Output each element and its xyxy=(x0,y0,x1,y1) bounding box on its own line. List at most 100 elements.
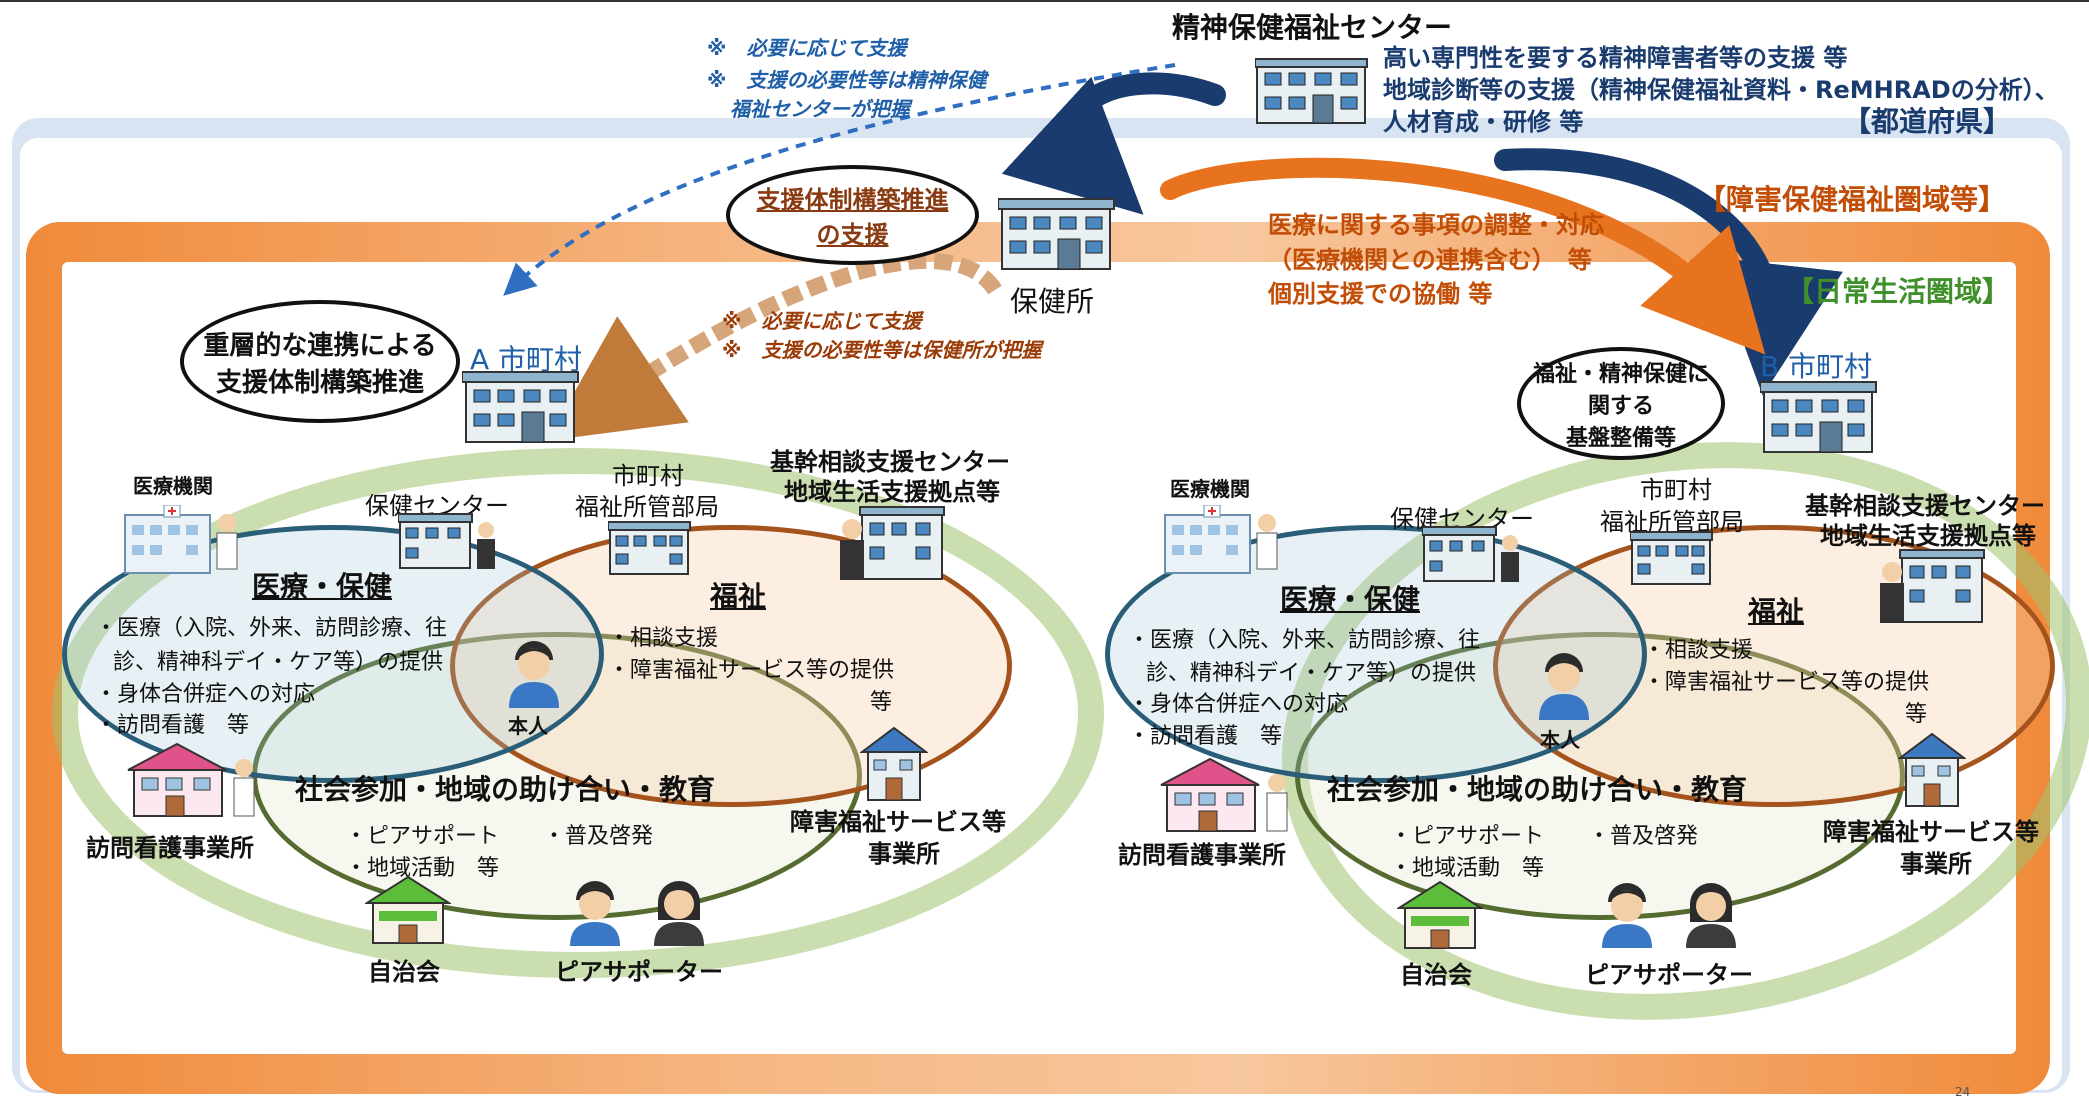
b-welfare-item-2: ・障害福祉サービス等の提供 xyxy=(1643,670,1930,695)
a-peer-label: ピアサポーター xyxy=(555,958,723,986)
a-bubble-line-1: 重層的な連携による xyxy=(203,330,437,361)
a-nurse-office-label: 訪問看護事業所 xyxy=(86,834,254,862)
center-desc-3: 人材育成・研修 等 xyxy=(1383,108,1584,136)
a-self-person-icon xyxy=(509,641,559,708)
daily-area-label: 【日常生活圏域】 xyxy=(1786,275,2011,308)
a-social-title: 社会参加・地域の助け合い・教育 xyxy=(295,773,716,806)
a-kikan-label-1: 基幹相談支援センター xyxy=(770,448,1010,476)
a-service-office-label-1: 障害福祉サービス等 xyxy=(790,808,1006,836)
a-nurse-office-icon xyxy=(127,742,255,817)
b-peer-person-2-icon xyxy=(1686,883,1736,948)
a-peer-person-2-icon xyxy=(654,881,704,946)
a-medical-item-1: ・医療（入院、外来、訪問診療、往 xyxy=(95,616,448,641)
b-welfare-office-label-1: 市町村 xyxy=(1640,476,1712,504)
b-city-hall-icon xyxy=(1760,381,1877,453)
hokensho-coord-3: 個別支援での協働 等 xyxy=(1268,280,1493,308)
b-self-person-icon xyxy=(1539,653,1589,720)
a-hospital-icon xyxy=(124,505,238,574)
a-medical-title: 医療・保健 xyxy=(252,570,393,603)
a-social-item-2: ・地域活動 等 xyxy=(345,856,500,881)
b-welfare-title: 福祉 xyxy=(1748,595,1805,628)
a-welfare-item-3: 等 xyxy=(870,690,893,715)
hokensho-coord-2: （医療機関との連携含む） 等 xyxy=(1268,246,1592,274)
page-number: 24 xyxy=(1955,1085,1971,1099)
hokensho-note-2: ※ 支援の必要性等は保健所が把握 xyxy=(722,338,1042,362)
a-medical-item-4: ・訪問看護 等 xyxy=(95,713,250,738)
b-service-office-icon xyxy=(1898,732,1966,807)
b-peer-label: ピアサポーター xyxy=(1585,961,1753,989)
b-welfare-office-icon xyxy=(1630,531,1713,585)
b-medical-item-3: ・身体合併症への対応 xyxy=(1128,692,1349,717)
b-kikan-label-1: 基幹相談支援センター xyxy=(1805,492,2045,520)
b-jichikai-label: 自治会 xyxy=(1400,961,1472,989)
a-city-name: A 市町村 xyxy=(470,343,583,376)
b-nurse-office-label: 訪問看護事業所 xyxy=(1118,841,1286,869)
hokensho-bubble: 支援体制構築推進 の支援 xyxy=(726,165,979,265)
b-medical-item-1: ・医療（入院、外来、訪問診療、往 xyxy=(1128,628,1481,653)
b-medical-org-label: 医療機関 xyxy=(1170,477,1250,501)
b-city-name: B 市町村 xyxy=(1760,350,1873,383)
b-welfare-item-3: 等 xyxy=(1905,702,1928,727)
b-hospital-icon xyxy=(1164,505,1278,574)
b-service-office-label-2: 事業所 xyxy=(1900,850,1972,878)
a-social-item-1: ・ピアサポート ・普及啓発 xyxy=(345,824,654,849)
hokensho-bubble-line-1: 支援体制構築推進 xyxy=(756,186,949,214)
arrow-center-to-b-city xyxy=(1494,148,1843,396)
a-welfare-office-label-1: 市町村 xyxy=(612,462,684,490)
a-health-center-icon xyxy=(398,513,495,569)
arrow-hokensho-to-b-city xyxy=(1160,157,1766,355)
b-bubble: 福祉・精神保健に 関する 基盤整備等 xyxy=(1517,347,1725,460)
b-health-center-icon xyxy=(1422,526,1519,582)
b-medical-item-4: ・訪問看護 等 xyxy=(1128,724,1283,749)
a-kikan-icon xyxy=(840,506,945,580)
hokensho-coord-1: 医療に関する事項の調整・対応 xyxy=(1268,211,1604,239)
b-social-item-2: ・地域活動 等 xyxy=(1390,856,1545,881)
b-self-label: 本人 xyxy=(1540,728,1580,752)
b-jichikai-icon xyxy=(1397,880,1483,949)
a-welfare-office-icon xyxy=(608,521,691,575)
center-desc-1: 高い専門性を要する精神障害者等の支援 等 xyxy=(1383,44,1848,72)
hokensho-building-icon xyxy=(998,198,1115,270)
a-jichikai-label: 自治会 xyxy=(368,958,440,986)
a-service-office-icon xyxy=(860,726,928,801)
center-building-icon xyxy=(1255,58,1368,124)
b-bubble-line-3: 基盤整備等 xyxy=(1565,425,1676,451)
b-social-item-1: ・ピアサポート ・普及啓発 xyxy=(1390,824,1699,849)
a-jichikai-icon xyxy=(365,875,451,944)
a-service-office-label-2: 事業所 xyxy=(868,840,940,868)
a-self-label: 本人 xyxy=(508,714,548,738)
a-peer-person-1-icon xyxy=(570,881,620,946)
a-medical-org-label: 医療機関 xyxy=(133,474,213,498)
a-kikan-label-2: 地域生活支援拠点等 xyxy=(784,478,1000,506)
center-desc-2: 地域診断等の支援（精神保健福祉資料・ReMHRADの分析）、 xyxy=(1383,76,2059,104)
area-label: 【障害保健福祉圏域等】 xyxy=(1698,183,2007,216)
arrow-dashed-hokensho-to-a-city xyxy=(546,253,1002,441)
a-welfare-item-2: ・障害福祉サービス等の提供 xyxy=(608,658,895,683)
b-peer-person-1-icon xyxy=(1602,883,1652,948)
b-kikan-icon xyxy=(1880,549,1985,623)
b-bubble-line-1: 福祉・精神保健に xyxy=(1532,361,1709,387)
a-city-hall-icon xyxy=(462,371,579,443)
b-service-office-label-1: 障害福祉サービス等 xyxy=(1823,818,2039,846)
a-welfare-title: 福祉 xyxy=(710,580,767,613)
b-nurse-office-icon xyxy=(1160,757,1288,832)
a-medical-item-3: ・身体合併症への対応 xyxy=(95,682,316,707)
top-rule xyxy=(0,0,2089,2)
top-note-2: ※ 支援の必要性等は精神保健 xyxy=(707,68,987,92)
a-welfare-item-1: ・相談支援 xyxy=(608,626,719,651)
b-medical-item-2: 診、精神科デイ・ケア等）の提供 xyxy=(1146,661,1477,686)
hokensho-bubble-line-2: の支援 xyxy=(816,221,889,249)
b-social-title: 社会参加・地域の助け合い・教育 xyxy=(1327,773,1748,806)
hokensho-note-1: ※ 必要に応じて支援 xyxy=(722,309,922,333)
b-bubble-line-2: 関する xyxy=(1587,393,1654,419)
hokensho-name: 保健所 xyxy=(1010,285,1095,318)
a-welfare-office-label-2: 福祉所管部局 xyxy=(575,493,719,521)
b-welfare-item-1: ・相談支援 xyxy=(1643,638,1754,663)
a-bubble-line-2: 支援体制構築推進 xyxy=(215,367,424,398)
top-note-3: 福祉センターが把握 xyxy=(730,97,910,121)
a-medical-item-2: 診、精神科デイ・ケア等）の提供 xyxy=(113,650,444,675)
b-medical-title: 医療・保健 xyxy=(1280,583,1421,616)
arrow-dashed-center-to-a-city xyxy=(503,63,1176,296)
center-title: 精神保健福祉センター xyxy=(1172,11,1453,44)
